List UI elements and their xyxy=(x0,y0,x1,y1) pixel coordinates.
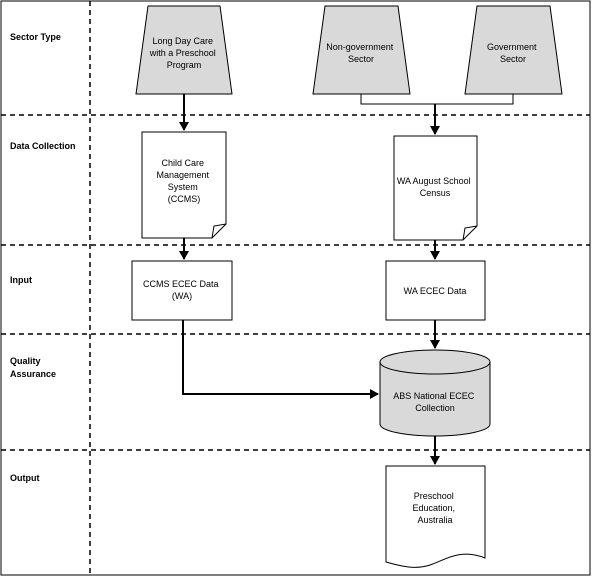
node-ccms: Child Care Management System (CCMS) xyxy=(141,131,227,239)
diagram-frame xyxy=(0,0,591,576)
lane-label-output: Output xyxy=(10,473,40,483)
folded-corner xyxy=(462,225,478,241)
folded-corner xyxy=(211,223,227,239)
lane-label-sector-type: Sector Type xyxy=(10,32,61,42)
node-non-government-sector: Non-government Sector xyxy=(312,5,411,95)
node-label: CCMS ECEC Data (WA) xyxy=(143,279,221,301)
trapezoid-shape xyxy=(135,5,233,95)
node-government-sector: Government Sector xyxy=(464,5,563,95)
node-label: Long Day Care with a Preschool Program xyxy=(149,36,219,70)
edge-ccms-data-to-abs xyxy=(182,320,379,399)
node-preschool-education-australia: Preschool Education, Australia xyxy=(385,465,486,568)
document-shape xyxy=(385,465,486,568)
trapezoid-shape xyxy=(464,5,563,95)
lane-label-quality-assurance: Quality Assurance xyxy=(10,356,56,379)
node-long-day-care: Long Day Care with a Preschool Program xyxy=(135,5,233,95)
node-abs-national-ecec-collection: ABS National ECEC Collection xyxy=(379,349,491,437)
node-wa-ecec-data: WA ECEC Data xyxy=(385,260,486,321)
node-label: ABS National ECEC Collection xyxy=(393,391,477,413)
document-shape xyxy=(141,131,227,239)
lane-label-input: Input xyxy=(10,275,32,285)
document-shape xyxy=(393,135,478,241)
node-label: Child Care Management System (CCMS) xyxy=(156,158,211,204)
process-box xyxy=(131,260,233,321)
node-ccms-ecec-data: CCMS ECEC Data (WA) xyxy=(131,260,233,321)
lane-label-data-collection: Data Collection xyxy=(10,141,76,151)
process-box xyxy=(385,260,486,321)
cylinder-top xyxy=(379,349,491,375)
edge-sector-merge xyxy=(360,94,514,105)
node-label: WA ECEC Data xyxy=(404,286,467,296)
node-label: WA August School Census xyxy=(397,176,473,198)
node-wa-august-school-census: WA August School Census xyxy=(393,135,478,241)
node-label: Preschool Education, Australia xyxy=(412,491,457,525)
trapezoid-shape xyxy=(312,5,411,95)
node-label: Government Sector xyxy=(487,42,539,64)
node-label: Non-government Sector xyxy=(326,42,396,64)
